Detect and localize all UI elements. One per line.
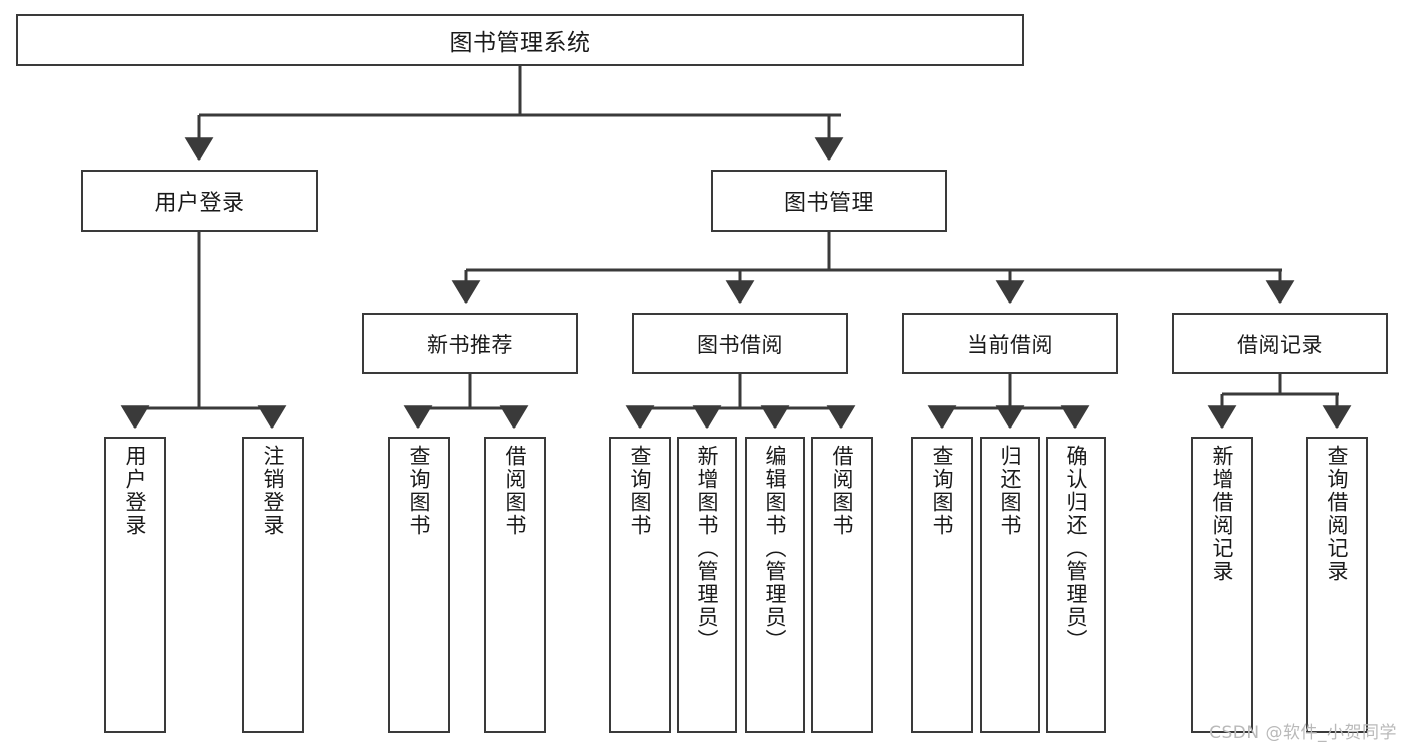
csdn-watermark: CSDN @软件_小贺同学 <box>1209 723 1397 743</box>
node-new-book-recommend[interactable]: 新书推荐 <box>362 313 578 374</box>
node-leaf-query-book-1-label: 查询图书 <box>407 445 432 537</box>
node-leaf-edit-book-label: 编辑图书（管理员） <box>763 445 788 652</box>
node-book-borrow-label: 图书借阅 <box>697 332 783 357</box>
node-leaf-add-record-label: 新增借阅记录 <box>1210 445 1235 583</box>
node-user-login-label: 用户登录 <box>154 191 245 216</box>
node-leaf-query-book-2[interactable]: 查询图书 <box>609 437 671 733</box>
node-borrow-record-label: 借阅记录 <box>1237 332 1323 357</box>
node-current-borrow-label: 当前借阅 <box>967 332 1053 357</box>
node-borrow-record[interactable]: 借阅记录 <box>1172 313 1388 374</box>
node-leaf-add-book[interactable]: 新增图书（管理员） <box>677 437 737 733</box>
node-leaf-borrow-book-2-label: 借阅图书 <box>830 445 855 537</box>
node-leaf-query-book-3-label: 查询图书 <box>930 445 955 537</box>
node-leaf-logout-login-label: 注销登录 <box>261 445 286 537</box>
node-leaf-return-book[interactable]: 归还图书 <box>980 437 1040 733</box>
node-leaf-logout-login[interactable]: 注销登录 <box>242 437 304 733</box>
node-leaf-query-record-label: 查询借阅记录 <box>1325 445 1350 583</box>
node-leaf-confirm-return-label: 确认归还（管理员） <box>1064 445 1089 652</box>
node-leaf-user-login[interactable]: 用户登录 <box>104 437 166 733</box>
node-leaf-add-record[interactable]: 新增借阅记录 <box>1191 437 1253 733</box>
node-root[interactable]: 图书管理系统 <box>16 14 1024 66</box>
node-leaf-add-book-label: 新增图书（管理员） <box>695 445 720 652</box>
node-leaf-edit-book[interactable]: 编辑图书（管理员） <box>745 437 805 733</box>
node-leaf-user-login-label: 用户登录 <box>123 445 148 537</box>
node-book-borrow[interactable]: 图书借阅 <box>632 313 848 374</box>
node-leaf-query-book-3[interactable]: 查询图书 <box>911 437 973 733</box>
node-leaf-query-book-2-label: 查询图书 <box>628 445 653 537</box>
node-leaf-borrow-book-2[interactable]: 借阅图书 <box>811 437 873 733</box>
node-leaf-query-record[interactable]: 查询借阅记录 <box>1306 437 1368 733</box>
node-leaf-return-book-label: 归还图书 <box>998 445 1023 537</box>
node-book-management-label: 图书管理 <box>783 191 874 216</box>
node-leaf-query-book-1[interactable]: 查询图书 <box>388 437 450 733</box>
node-leaf-borrow-book-1-label: 借阅图书 <box>503 445 528 537</box>
node-user-login[interactable]: 用户登录 <box>81 170 318 232</box>
node-leaf-confirm-return[interactable]: 确认归还（管理员） <box>1046 437 1106 733</box>
node-book-management[interactable]: 图书管理 <box>711 170 947 232</box>
node-root-label: 图书管理系统 <box>449 30 591 56</box>
node-new-book-recommend-label: 新书推荐 <box>427 332 513 357</box>
node-leaf-borrow-book-1[interactable]: 借阅图书 <box>484 437 546 733</box>
node-current-borrow[interactable]: 当前借阅 <box>902 313 1118 374</box>
